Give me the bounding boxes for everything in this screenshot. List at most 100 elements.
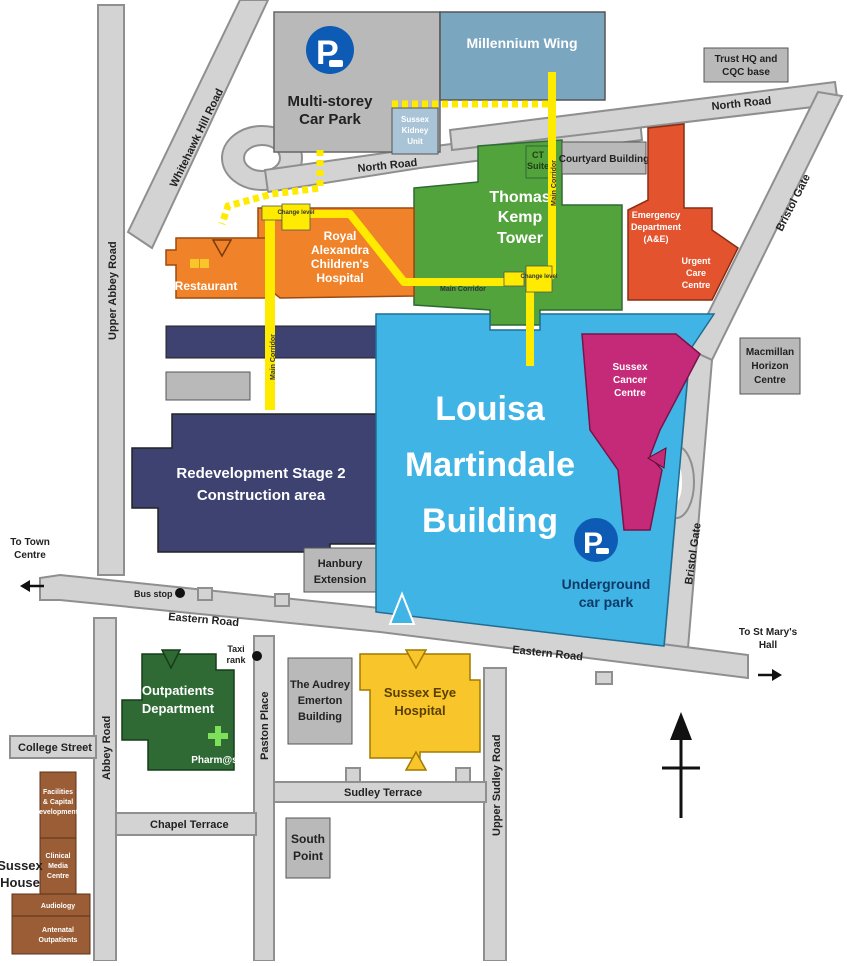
svg-text:The Audrey: The Audrey [290, 679, 351, 691]
macmillan-horizon-centre[interactable] [739, 337, 801, 395]
svg-text:Media: Media [48, 863, 68, 870]
svg-text:Centre: Centre [47, 873, 69, 880]
main-corridor-label-3: Main Corridor [551, 160, 558, 206]
svg-text:P: P [583, 527, 603, 560]
svg-text:Hospital: Hospital [316, 271, 363, 285]
main-corridor-label-2: Main Corridor [270, 334, 277, 380]
bristol-gate-road [688, 90, 844, 362]
svg-text:CT: CT [532, 150, 544, 160]
west-block-2 [165, 371, 251, 401]
outpatients-entrance-marker [160, 649, 182, 670]
road-label-paston: Paston Place [259, 692, 271, 760]
coffee-icon [200, 259, 209, 268]
pharmacy-label: Pharm@sea [191, 755, 249, 766]
restaurant-entrance-marker [211, 239, 233, 258]
svg-text:& Capital: & Capital [43, 799, 73, 806]
road-label-sudley-terrace: Sudley Terrace [344, 787, 422, 799]
redevelopment-stage-2[interactable] [131, 413, 377, 553]
svg-text:Building: Building [422, 502, 558, 540]
sudley-terrace [273, 781, 487, 803]
louisa-entrance-marker [388, 591, 416, 625]
road-network [9, 0, 844, 962]
south-point[interactable] [285, 817, 331, 879]
outpatients-department[interactable] [121, 653, 235, 771]
svg-text:Cancer: Cancer [613, 375, 647, 386]
svg-text:Sussex Eye: Sussex Eye [384, 685, 456, 700]
svg-text:Construction area: Construction area [197, 487, 326, 504]
trust-hq-building[interactable] [703, 47, 789, 83]
chapel-terrace [115, 812, 257, 836]
svg-text:Care: Care [686, 268, 706, 278]
whitehawk-hill-road [126, 0, 270, 250]
svg-text:Facilities: Facilities [43, 789, 73, 796]
road-label-abbey: Abbey Road [101, 716, 113, 780]
sussex-eye-hospital[interactable] [359, 653, 481, 759]
svg-text:Horizon: Horizon [751, 361, 788, 372]
paston-place [253, 635, 275, 962]
svg-text:Sussex: Sussex [401, 115, 430, 124]
svg-text:CQC base: CQC base [722, 67, 770, 78]
svg-text:(A&E): (A&E) [644, 234, 669, 244]
road-label-chapel: Chapel Terrace [150, 819, 229, 831]
svg-text:Redevelopment Stage 2: Redevelopment Stage 2 [176, 465, 345, 482]
eastern-road [39, 573, 749, 680]
svg-text:Clinical: Clinical [46, 853, 71, 860]
svg-text:Point: Point [293, 849, 323, 863]
cutlery-icon [190, 259, 199, 268]
millennium-wing[interactable] [439, 11, 606, 101]
svg-text:Centre: Centre [754, 375, 786, 386]
svg-text:Hospital: Hospital [394, 703, 445, 718]
svg-text:Louisa: Louisa [435, 390, 546, 428]
svg-text:Department: Department [631, 222, 681, 232]
taxi-rank-marker [252, 651, 262, 661]
svg-text:Emerton: Emerton [298, 695, 343, 707]
sussex-cancer-centre[interactable] [581, 333, 701, 531]
underground-car-icon [596, 548, 609, 554]
svg-text:Audiology: Audiology [41, 903, 75, 910]
svg-text:Kidney: Kidney [402, 126, 429, 135]
upper-abbey-road [97, 4, 125, 576]
college-street [9, 735, 97, 759]
svg-text:Macmillan: Macmillan [746, 347, 794, 358]
svg-text:Underground: Underground [562, 576, 651, 592]
svg-text:Centre: Centre [614, 388, 646, 399]
abbey-road [93, 617, 117, 962]
svg-text:Children's: Children's [311, 257, 370, 271]
svg-text:Hanbury: Hanbury [318, 558, 364, 570]
svg-text:Royal: Royal [324, 229, 357, 243]
car-icon [329, 60, 343, 67]
to-town-label-1: To Town [10, 537, 50, 548]
svg-text:Change level: Change level [520, 274, 557, 280]
eye-entrance-bottom [404, 750, 428, 771]
eye-entrance-top [404, 649, 428, 670]
sussex-house-label-1: Sussex [0, 858, 44, 873]
svg-text:Building: Building [298, 711, 342, 723]
millennium-wing-label: Millennium Wing [466, 35, 577, 51]
audrey-emerton-building[interactable] [287, 657, 353, 745]
bus-stop-marker [175, 588, 185, 598]
svg-text:Department: Department [142, 701, 215, 716]
svg-text:car park: car park [579, 594, 634, 610]
ct-suite[interactable] [525, 145, 551, 179]
svg-text:Suite: Suite [527, 161, 549, 171]
svg-text:Trust HQ and: Trust HQ and [715, 54, 778, 65]
svg-text:Change level: Change level [277, 210, 314, 216]
svg-text:Thomas: Thomas [489, 189, 550, 206]
emergency-department[interactable] [627, 123, 739, 301]
svg-text:Outpatients: Outpatients [39, 937, 78, 944]
sussex-house-label-2: House [0, 875, 40, 890]
sussex-house-base[interactable] [11, 893, 91, 955]
cancer-entrance-marker [647, 447, 667, 469]
to-town-label-2: Centre [14, 550, 46, 561]
svg-text:Tower: Tower [497, 230, 543, 247]
car-park-label-1: Multi-storey [287, 93, 373, 110]
change-level-1 [281, 203, 311, 231]
svg-text:Kemp: Kemp [498, 209, 543, 226]
hanbury-extension[interactable] [303, 547, 377, 593]
courtyard-building[interactable] [561, 141, 647, 175]
sussex-kidney-unit[interactable] [391, 107, 439, 155]
svg-text:Martindale: Martindale [405, 446, 575, 484]
restaurant-label: Restaurant [175, 279, 238, 293]
